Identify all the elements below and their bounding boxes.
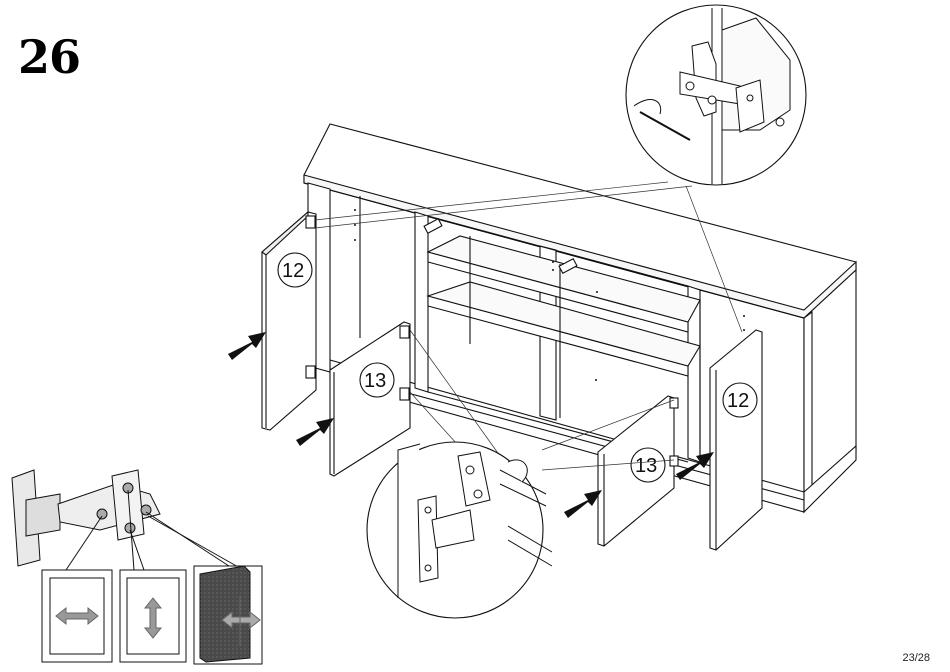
- hinge-detail-bottom: [367, 442, 552, 618]
- callout-door-right-outer: 12: [723, 383, 757, 417]
- push-arrow-icon: [228, 332, 266, 360]
- callout-label: 13: [635, 455, 657, 477]
- hinge-detail-top: [626, 5, 806, 185]
- hinge-adjustment-legend: [12, 470, 262, 664]
- push-arrow-icon: [564, 490, 602, 518]
- callout-label: 12: [727, 390, 749, 412]
- door-left-outer: [262, 212, 316, 430]
- callout-door-left-outer: 12: [278, 253, 312, 287]
- callout-door-right-inner: 13: [631, 448, 665, 482]
- push-arrow-icon: [296, 418, 334, 446]
- page-number: 23/28: [902, 652, 930, 664]
- door-right-outer: [710, 330, 762, 550]
- callout-label: 12: [282, 260, 304, 282]
- callout-label: 13: [364, 370, 386, 392]
- cabinet: [304, 124, 856, 512]
- callout-door-left-inner: 13: [360, 363, 394, 397]
